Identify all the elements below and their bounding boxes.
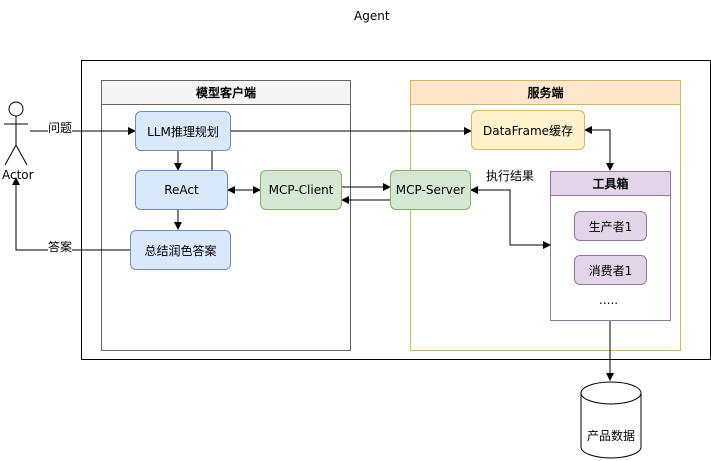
llm-node: LLM推理规划 bbox=[135, 111, 231, 151]
database-label: 产品数据 bbox=[587, 429, 636, 443]
toolbox-more: ..... bbox=[599, 293, 619, 307]
edge-answer bbox=[12, 177, 130, 251]
edge-label-exec-result: 执行结果 bbox=[486, 169, 535, 183]
edge-dataframe-toolbox bbox=[584, 126, 614, 171]
database-icon bbox=[580, 381, 642, 459]
edge-label-question: 问题 bbox=[48, 119, 73, 136]
edge-exec-result bbox=[470, 186, 551, 249]
toolbox-header: 工具箱 bbox=[551, 172, 670, 196]
diagram-title: Agent bbox=[354, 9, 390, 23]
dataframe-node: DataFrame缓存 bbox=[471, 110, 585, 150]
toolbox-item-consumer: 消费者1 bbox=[574, 255, 647, 285]
mcp-client-node: MCP-Client bbox=[260, 170, 342, 210]
edge-label-answer: 答案 bbox=[48, 238, 73, 255]
client-panel: 模型客户端 bbox=[101, 80, 351, 351]
actor-label: Actor bbox=[2, 168, 34, 182]
toolbox-item-producer: 生产者1 bbox=[574, 211, 647, 241]
server-panel: 服务端 bbox=[410, 80, 681, 351]
actor-icon bbox=[4, 101, 28, 166]
react-node: ReAct bbox=[135, 170, 228, 210]
summary-node: 总结润色答案 bbox=[130, 230, 231, 270]
server-panel-header: 服务端 bbox=[411, 81, 680, 105]
toolbox-panel: 工具箱 bbox=[550, 171, 671, 321]
client-panel-header: 模型客户端 bbox=[102, 81, 350, 105]
mcp-server-node: MCP-Server bbox=[390, 170, 471, 210]
